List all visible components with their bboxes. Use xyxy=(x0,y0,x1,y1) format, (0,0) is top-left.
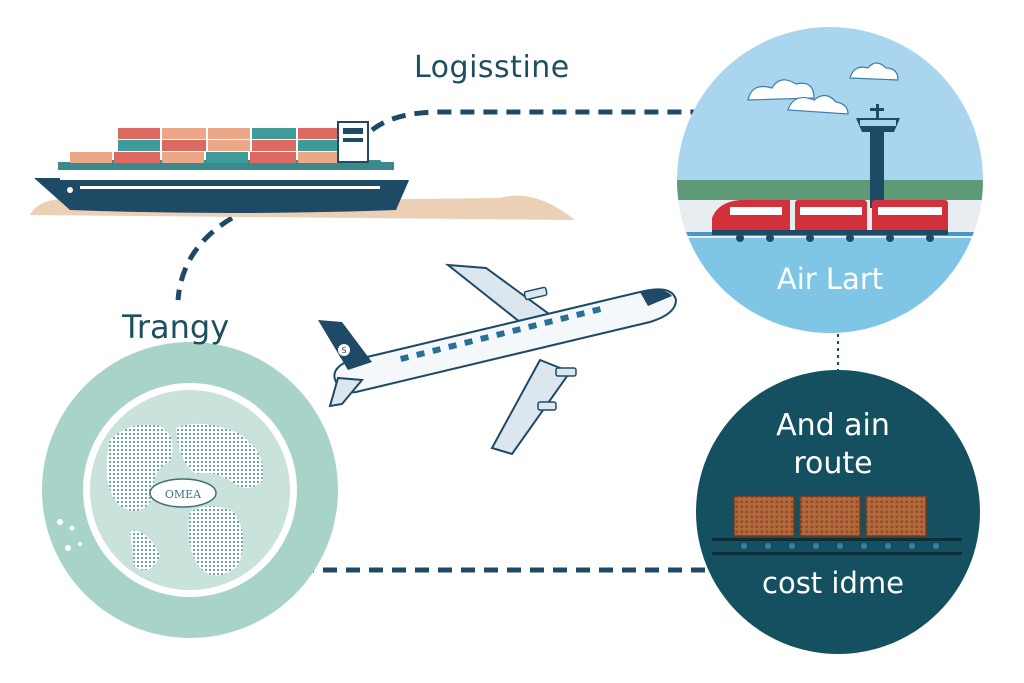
route-label-line2: route xyxy=(793,446,873,481)
globe-emblem xyxy=(149,478,217,508)
cargo-ship-icon xyxy=(30,121,575,220)
container-icon xyxy=(733,495,927,537)
air-circle-label: Air Lart xyxy=(776,262,884,296)
cloud-icon xyxy=(747,62,899,115)
train-icon xyxy=(712,200,948,242)
route-bottom-label: cost idme xyxy=(762,566,904,600)
world-map-icon xyxy=(106,423,263,576)
control-tower-icon xyxy=(856,104,900,208)
globe-emblem-label: OMEA xyxy=(164,488,202,501)
connector-ship-to-air xyxy=(370,109,724,133)
conveyor-belt xyxy=(712,538,962,555)
cargo-route-circle xyxy=(696,370,980,654)
left-label: Trangy xyxy=(122,308,230,346)
airplane-icon: S xyxy=(318,263,678,456)
connector-ship-to-globe xyxy=(175,215,234,301)
diagram-title: Logisstine xyxy=(414,50,570,85)
connector-lines xyxy=(175,109,839,573)
route-label-line1: And ain xyxy=(776,408,890,443)
airport-rail-circle xyxy=(677,27,983,333)
globe-circle xyxy=(42,342,338,638)
plane-tail-logo: S xyxy=(341,346,346,355)
